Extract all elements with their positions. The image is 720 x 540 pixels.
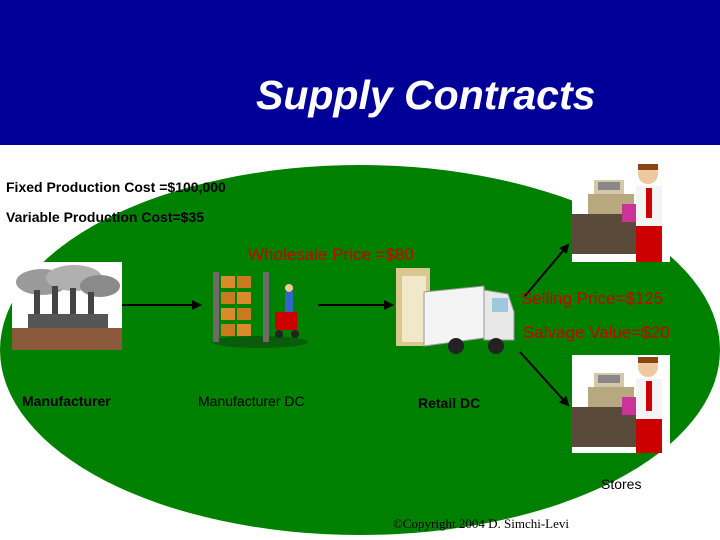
manufacturer-label: Manufacturer [22, 393, 111, 409]
page-title: Supply Contracts [256, 72, 596, 118]
fixed-cost-label: Fixed Production Cost =$100,000 [6, 179, 226, 195]
store-clerk-icon [572, 355, 670, 453]
selling-price-label: Selling Price=$125 [521, 289, 664, 308]
wholesale-price-label: Wholesale Price =$80 [248, 245, 414, 264]
stores-label: Stores [601, 476, 642, 492]
manufacturer-dc-label: Manufacturer DC [198, 393, 305, 409]
retail-dc-label: Retail DC [418, 395, 481, 411]
arrow-retail-to-store-bottom [519, 351, 570, 407]
copyright-text: ©Copyright 2004 D. Simchi-Levi [393, 516, 569, 531]
factory-icon [12, 262, 122, 350]
variable-cost-label: Variable Production Cost=$35 [6, 209, 205, 225]
store-clerk-icon [572, 160, 670, 262]
title-banner: Supply Contracts [0, 0, 720, 145]
salvage-value-label: Salvage Value=$20 [523, 323, 670, 342]
truck-icon [396, 268, 515, 354]
supply-chain-ellipse [0, 165, 720, 535]
warehouse-icon [212, 272, 308, 348]
arrow-retail-to-store-top [524, 243, 570, 297]
